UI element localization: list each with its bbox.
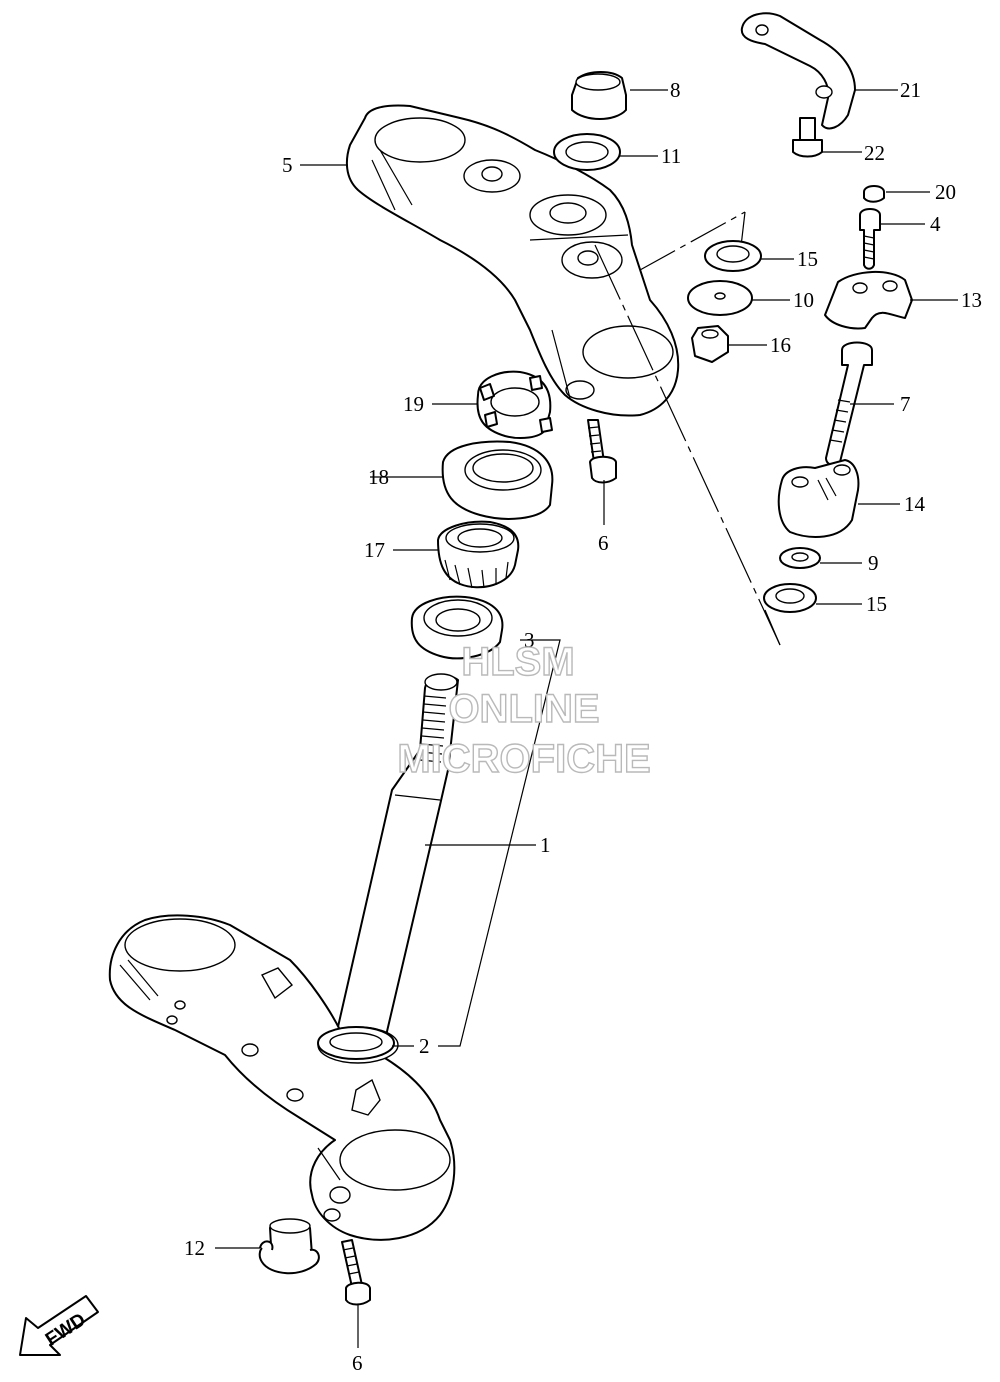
- callout-18: 18: [368, 465, 389, 489]
- part-21-bracket: [740, 12, 856, 130]
- callout-labels: 8 11 5 21 22 20 4 15 10 13 16 7 14 9 15 …: [184, 78, 982, 1375]
- callout-9: 9: [868, 551, 879, 575]
- part-2-dust-seal-lower: [317, 1026, 395, 1060]
- callout-12: 12: [184, 1236, 205, 1260]
- callout-10: 10: [793, 288, 814, 312]
- upper-triple-clamp: [345, 104, 680, 417]
- part-6-bolt-upper: [587, 419, 617, 484]
- callout-20: 20: [935, 180, 956, 204]
- watermark-line-2: ONLINE: [448, 687, 599, 731]
- part-13-handlebar-clamp-upper: [824, 270, 913, 330]
- callout-2: 2: [419, 1034, 430, 1058]
- callout-3: 3: [524, 628, 535, 652]
- callout-8: 8: [670, 78, 681, 102]
- callout-16: 16: [770, 333, 791, 357]
- callout-22: 22: [864, 141, 885, 165]
- callout-7: 7: [900, 392, 911, 416]
- callout-15a: 15: [797, 247, 818, 271]
- callout-21: 21: [900, 78, 921, 102]
- callout-13: 13: [961, 288, 982, 312]
- callout-14: 14: [904, 492, 926, 516]
- callout-19: 19: [403, 392, 424, 416]
- part-22-bolt: [792, 117, 823, 158]
- part-4-socket-screw: [859, 208, 881, 270]
- callout-11: 11: [661, 144, 681, 168]
- callout-17: 17: [364, 538, 385, 562]
- callout-15b: 15: [866, 592, 887, 616]
- part-6-bolt-lower: [341, 1239, 371, 1306]
- watermark-line-1: HLSM: [461, 640, 574, 684]
- part-3-bearing-race: [410, 595, 504, 660]
- callout-6a: 6: [598, 531, 609, 555]
- part-12-cap: [258, 1218, 320, 1275]
- watermark-line-3: MICROFICHE: [397, 737, 650, 781]
- watermark: HLSM ONLINE MICROFICHE: [397, 639, 652, 781]
- callout-5: 5: [282, 153, 293, 177]
- part-8-cap-nut: [571, 71, 627, 120]
- part-15-seal-lower: [763, 583, 817, 613]
- part-20-cap: [863, 185, 885, 203]
- leader-lines: [215, 89, 958, 1348]
- part-11-washer: [553, 133, 621, 171]
- callout-1: 1: [540, 833, 551, 857]
- part-9-washer: [779, 547, 821, 569]
- part-18-dust-seal: [441, 440, 554, 520]
- part-19-steering-nut: [476, 370, 553, 439]
- fwd-arrow-badge: FWD: [19, 1295, 99, 1356]
- part-16-nut: [691, 325, 729, 363]
- part-17-bearing: [437, 520, 520, 589]
- callout-6b: 6: [352, 1351, 363, 1375]
- part-14-handlebar-holder: [777, 459, 860, 538]
- part-15-seal-upper: [704, 240, 762, 272]
- part-10-washer: [687, 280, 753, 316]
- callout-4: 4: [930, 212, 941, 236]
